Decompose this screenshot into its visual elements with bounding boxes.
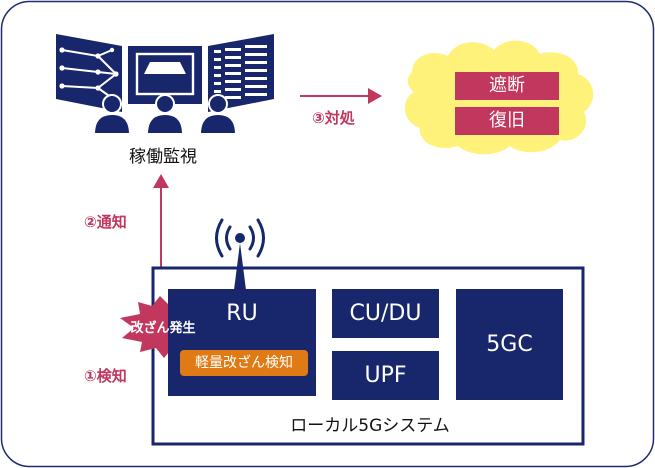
step-detect-label: ①検知 <box>84 366 127 385</box>
step-notify-label: ②通知 <box>84 212 127 231</box>
antenna-icon <box>215 218 265 290</box>
detection-badge: 軽量改ざん検知 <box>180 350 308 376</box>
module-ru-label: RU <box>226 301 258 326</box>
module-cudu: CU/DU <box>332 289 439 338</box>
module-5gc: 5GC <box>456 289 563 400</box>
module-ru: RU <box>168 289 316 396</box>
step-respond-label: ③対処 <box>312 108 355 127</box>
monitoring-label: 稼働監視 <box>129 146 197 167</box>
monitor-station-icon <box>56 34 274 135</box>
action-recover-box: 復旧 <box>455 107 559 135</box>
module-upf: UPF <box>332 351 439 400</box>
tamper-badge: 改ざん発生 <box>130 320 196 336</box>
action-block-box: 遮断 <box>455 72 559 100</box>
system-label: ローカル5Gシステム <box>290 415 450 436</box>
